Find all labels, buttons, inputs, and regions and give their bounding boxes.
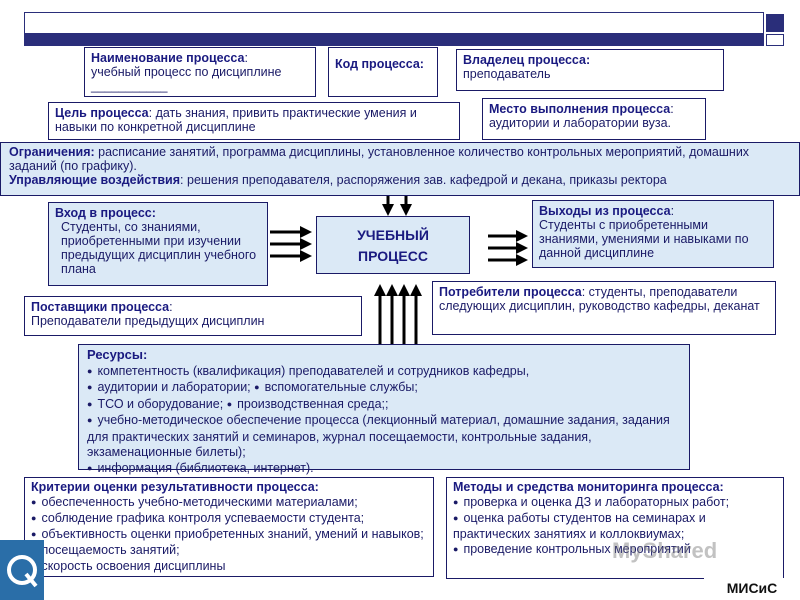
output-box: Выходы из процесса: Студенты с приобрете… (532, 200, 774, 268)
criteria-item: посещаемость занятий; (31, 543, 179, 557)
corner-block-light (766, 34, 784, 46)
monitoring-item: проведение контрольных мероприятий (453, 542, 690, 556)
resource-item: информация (библиотека, интернет). (87, 461, 681, 478)
process-owner-box: Владелец процесса: преподаватель (456, 49, 724, 91)
criteria-item: скорость освоения дисциплины (31, 559, 225, 573)
resource-arrows (374, 284, 422, 344)
process-code-label: Код процесса: (335, 57, 424, 71)
output-text: Студенты с приобретенными знаниями, умен… (539, 218, 749, 260)
process-name-box: Наименование процесса: учебный процесс п… (84, 47, 316, 97)
resources-label: Ресурсы: (87, 347, 148, 362)
corner-block (766, 14, 784, 32)
input-text: Студенты, со знаниями, приобретенными пр… (61, 220, 257, 276)
control-label: Управляющие воздействия (9, 173, 181, 187)
suppliers-box: Поставщики процесса: Преподаватели преды… (24, 296, 362, 336)
process-goal-box: Цель процесса: дать знания, привить прак… (48, 102, 460, 140)
process-name-text: учебный процесс по дисциплине __________… (91, 65, 282, 93)
output-label: Выходы из процесса (539, 204, 671, 218)
watermark: MyShared (612, 538, 762, 568)
resource-item: ТСО и оборудование; (87, 397, 223, 411)
resource-item: учебно-методическое обеспечение процесса… (87, 413, 681, 461)
consumers-label: Потребители процесса (439, 285, 582, 299)
center-line2: ПРОЦЕСС (358, 248, 428, 264)
output-arrows (488, 230, 528, 266)
constraints-box: Ограничения: расписание занятий, програм… (0, 142, 800, 196)
logo-q-icon (0, 540, 44, 600)
logo-q-shape (7, 555, 38, 588)
consumers-box: Потребители процесса: студенты, преподав… (432, 281, 776, 335)
control-arrows (382, 196, 412, 216)
title-bar (24, 12, 764, 34)
process-code-box: Код процесса: (328, 47, 438, 97)
process-place-box: Место выполнения процесса: аудитории и л… (482, 98, 706, 140)
resource-item: компетентность (квалификация) преподават… (87, 364, 681, 381)
resource-item: производственная среда;; (227, 397, 388, 411)
criteria-item: объективность оценки приобретенных знани… (31, 527, 423, 541)
misis-logo: МИСиС (704, 578, 800, 600)
criteria-item: соблюдение графика контроля успеваемости… (31, 511, 364, 525)
input-label: Вход в процесс: (55, 206, 156, 220)
process-name-label: Наименование процесса (91, 51, 245, 65)
watermark-text: MyShared (612, 538, 718, 563)
resource-item: аудитории и лаборатории; (87, 380, 250, 394)
monitoring-item: оценка работы студентов на семинарах и п… (453, 511, 706, 541)
monitoring-box: Методы и средства мониторинга процесса: … (446, 477, 784, 579)
process-goal-text: : дать знания, привить практические умен… (55, 106, 417, 134)
consumers-text: : студенты, преподаватели следующих дисц… (439, 285, 760, 313)
process-place-text: аудитории и лаборатории вуза. (489, 116, 671, 130)
input-arrows (270, 226, 312, 262)
monitoring-label: Методы и средства мониторинга процесса: (453, 480, 724, 494)
control-text: : решения преподавателя, распоряжения за… (180, 173, 667, 187)
misis-logo-text: МИСиС (726, 580, 778, 596)
criteria-box: Критерии оценки результативности процесс… (24, 477, 434, 577)
process-owner-text: преподаватель (463, 67, 551, 81)
monitoring-item: проверка и оценка ДЗ и лабораторных рабо… (453, 495, 729, 509)
input-box: Вход в процесс: Студенты, со знаниями, п… (48, 202, 268, 286)
suppliers-text: Преподаватели предыдущих дисциплин (31, 314, 265, 328)
process-center-box: УЧЕБНЫЙ ПРОЦЕСС (316, 216, 470, 274)
resources-box: Ресурсы: компетентность (квалификация) п… (78, 344, 690, 475)
resource-item-row: аудитории и лаборатории; вспомогательные… (87, 380, 681, 397)
process-owner-label: Владелец процесса: (463, 53, 591, 67)
constraints-text: расписание занятий, программа дисциплины… (9, 145, 750, 173)
criteria-item: обеспеченность учебно-методическими мате… (31, 495, 357, 509)
process-goal-label: Цель процесса (55, 106, 149, 120)
center-line1: УЧЕБНЫЙ (357, 227, 429, 243)
suppliers-label: Поставщики процесса (31, 300, 170, 314)
constraints-label: Ограничения: (9, 145, 95, 159)
resource-item: вспомогательные службы; (254, 380, 418, 394)
resource-item-row: ТСО и оборудование; производственная сре… (87, 397, 681, 414)
title-bar-stripe (24, 34, 764, 46)
resources-list: компетентность (квалификация) преподават… (87, 364, 681, 478)
process-place-label: Место выполнения процесса (489, 102, 671, 116)
criteria-label: Критерии оценки результативности процесс… (31, 480, 319, 494)
